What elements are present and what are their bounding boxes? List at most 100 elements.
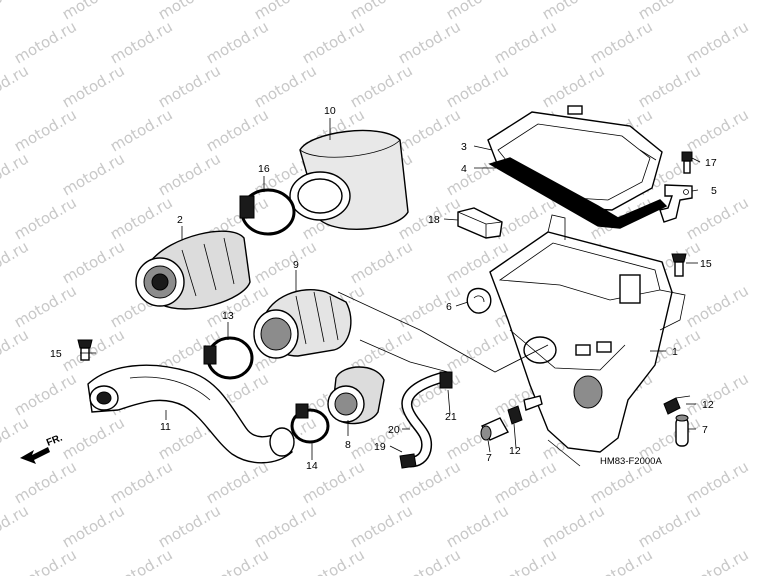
part-4-cover-seal: [488, 157, 668, 229]
watermark-text: motod.ru: [155, 61, 224, 111]
callout-7-right: 7: [702, 424, 708, 436]
watermark-text: motod.ru: [683, 457, 752, 507]
callout-5: 5: [711, 185, 717, 197]
callout-12-right: 12: [702, 399, 714, 411]
watermark-text: motod.ru: [59, 325, 128, 375]
front-arrow-icon: [20, 447, 50, 464]
watermark-text: motod.ru: [491, 457, 560, 507]
watermark-text: motod.ru: [251, 501, 320, 551]
callout-3: 3: [461, 141, 467, 153]
watermark-text: motod.ru: [251, 237, 320, 287]
watermark-text: motod.ru: [251, 61, 320, 111]
watermark-text: motod.ru: [203, 545, 272, 576]
watermark-text: motod.ru: [635, 501, 704, 551]
callout-15-right: 15: [700, 258, 712, 270]
watermark-text: motod.ru: [299, 17, 368, 67]
part-13-band: [203, 336, 254, 380]
watermark-text: motod.ru: [395, 545, 464, 576]
callout-labels: 1 2 3 4 5 6 7 7 8 9 10 11 12 12 13 14 15…: [50, 105, 717, 472]
watermark-text: motod.ru: [635, 61, 704, 111]
watermark-text: motod.ru: [11, 369, 80, 419]
diagram-code: HM83-F2000A: [600, 456, 662, 467]
watermark-text: motod.ru: [0, 325, 32, 375]
part-8-boot: [327, 366, 385, 425]
part-17-bolt: [681, 151, 693, 174]
watermark-text: motod.ru: [107, 17, 176, 67]
watermark-text: motod.ru: [59, 61, 128, 111]
watermark-text: motod.ru: [107, 193, 176, 243]
watermark-text: motod.ru: [11, 193, 80, 243]
part-21-clip: [439, 371, 453, 389]
callout-9: 9: [293, 259, 299, 271]
callout-1: 1: [672, 346, 678, 358]
watermark-text: motod.ru: [347, 501, 416, 551]
watermark-text: motod.ru: [347, 61, 416, 111]
part-9-connecting-tube: [253, 289, 352, 359]
watermark-text: motod.ru: [11, 545, 80, 576]
watermark-text: motod.ru: [11, 105, 80, 155]
watermark-text: motod.ru: [0, 237, 32, 287]
front-direction-indicator: FR.: [20, 432, 64, 464]
watermark-text: motod.ru: [491, 545, 560, 576]
part-2-element-holder: [135, 230, 251, 310]
callout-15-left: 15: [50, 348, 62, 360]
watermark-text: motod.ru: [683, 105, 752, 155]
watermark-text: motod.ru: [59, 237, 128, 287]
callout-16: 16: [258, 163, 270, 175]
callout-17: 17: [705, 157, 717, 169]
watermark-text: motod.ru: [203, 17, 272, 67]
part-6-clamp: [466, 287, 492, 314]
callout-2: 2: [177, 214, 183, 226]
watermark-text: motod.ru: [539, 501, 608, 551]
part-20-drain-tube: [401, 372, 446, 468]
watermark-text: motod.ru: [0, 61, 32, 111]
part-16-band: [239, 188, 296, 236]
part-7-drain-plug-right: [675, 414, 689, 447]
watermark-text: motod.ru: [59, 501, 128, 551]
watermark-text: motod.ru: [155, 149, 224, 199]
callout-20: 20: [388, 424, 400, 436]
leader-lines: [80, 118, 701, 467]
watermark-text: motod.ru: [347, 237, 416, 287]
watermark-text: motod.ru: [107, 545, 176, 576]
callout-4: 4: [461, 163, 467, 175]
callout-14: 14: [306, 460, 318, 472]
part-18-block: [457, 207, 503, 239]
watermark-text: motod.ru: [11, 457, 80, 507]
watermark-text: motod.ru: [395, 105, 464, 155]
watermark-text: motod.ru: [59, 149, 128, 199]
watermark-text: motod.ru: [203, 105, 272, 155]
callout-8: 8: [345, 439, 351, 451]
watermark-text: motod.ru: [11, 281, 80, 331]
watermark-text: motod.ru: [203, 457, 272, 507]
watermark-text: motod.ru: [443, 325, 512, 375]
callout-21: 21: [445, 411, 457, 423]
watermark-text: motod.ru: [587, 545, 656, 576]
watermark-text: motod.ru: [155, 501, 224, 551]
callout-12-center: 12: [509, 445, 521, 457]
callout-18: 18: [428, 214, 440, 226]
watermark-text: motod.ru: [107, 105, 176, 155]
watermark-text: motod.ru: [683, 193, 752, 243]
callout-13: 13: [222, 310, 234, 322]
watermark-text: motod.ru: [395, 281, 464, 331]
callout-11: 11: [160, 421, 171, 433]
callout-19: 19: [374, 441, 386, 453]
part-15-clip-left: [77, 339, 93, 361]
watermark-text: motod.ru: [491, 17, 560, 67]
watermark-text: motod.ru: [587, 17, 656, 67]
part-12-clip-center: [507, 395, 543, 425]
watermark-text: motod.ru: [539, 61, 608, 111]
watermark-text: motod.ru: [683, 281, 752, 331]
part-10-filter-element: [289, 129, 409, 230]
part-19-clip: [399, 453, 417, 469]
callout-10: 10: [324, 105, 336, 117]
watermark-text: motod.ru: [11, 17, 80, 67]
watermark-text: motod.ru: [299, 545, 368, 576]
watermark-text: motod.ru: [107, 457, 176, 507]
watermark-text: motod.ru: [443, 501, 512, 551]
watermark-text: motod.ru: [59, 413, 128, 463]
part-5-bracket: [659, 184, 693, 223]
